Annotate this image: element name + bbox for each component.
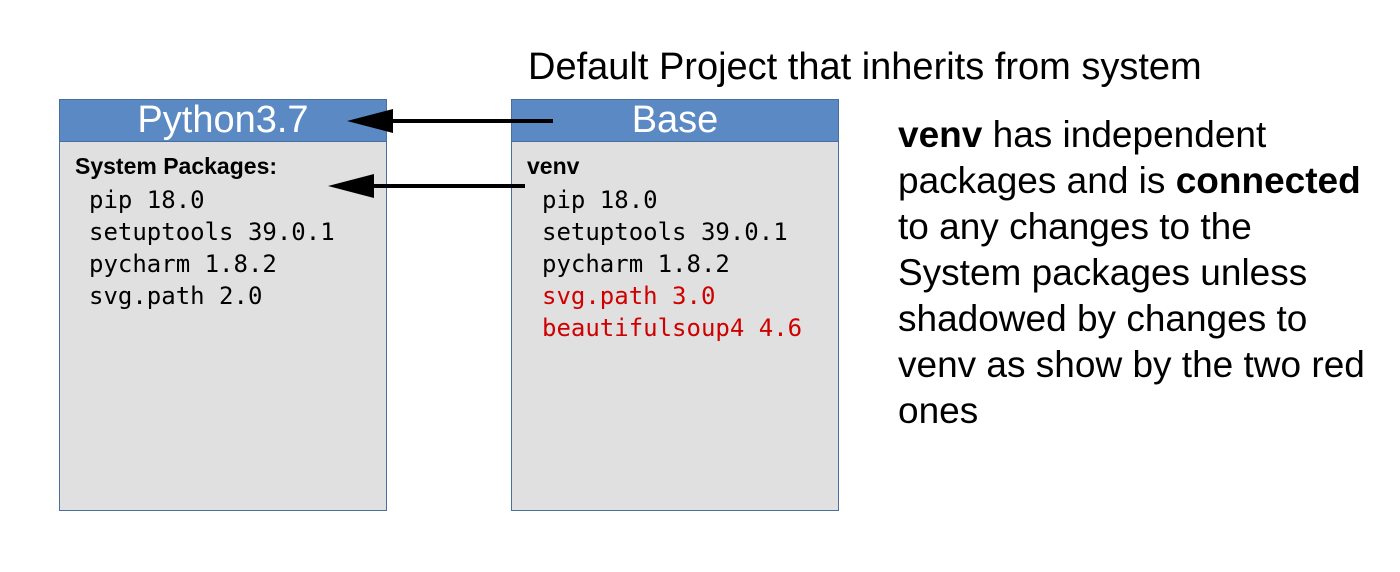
system-package-item: svg.path 2.0 <box>89 282 263 310</box>
venv-package-item: setuptools 39.0.1 <box>542 218 788 246</box>
venv-package-item-shadowed: beautifulsoup4 4.6 <box>542 314 803 342</box>
base-venv-box: Base venv pip 18.0 setuptools 39.0.1 pyc… <box>511 99 839 511</box>
package-inherit-arrow <box>328 174 525 198</box>
python-system-box: Python3.7 System Packages: pip 18.0 setu… <box>59 99 387 511</box>
base-box-title: Base <box>512 100 838 142</box>
explanation-part-2: to any changes to the System packages un… <box>898 206 1365 431</box>
explanation-text: venv has independent packages and is con… <box>898 112 1368 434</box>
python-box-title: Python3.7 <box>60 100 386 142</box>
venv-package-list: pip 18.0 setuptools 39.0.1 pycharm 1.8.2… <box>542 184 802 344</box>
explanation-part-1: has independent packages and is <box>898 114 1267 201</box>
system-package-item: pip 18.0 <box>89 186 205 214</box>
venv-package-item-shadowed: svg.path 3.0 <box>542 282 716 310</box>
system-package-list: pip 18.0 setuptools 39.0.1 pycharm 1.8.2… <box>89 184 335 312</box>
system-package-item: pycharm 1.8.2 <box>89 250 277 278</box>
diagram-caption: Default Project that inherits from syste… <box>528 46 1202 88</box>
connected-term: connected <box>1175 160 1361 201</box>
venv-term: venv <box>898 114 983 155</box>
system-packages-label: System Packages: <box>75 153 278 179</box>
title-inherit-arrow <box>347 109 553 133</box>
venv-package-item: pycharm 1.8.2 <box>542 250 730 278</box>
system-package-item: setuptools 39.0.1 <box>89 218 335 246</box>
venv-package-item: pip 18.0 <box>542 186 658 214</box>
venv-label: venv <box>527 153 580 179</box>
